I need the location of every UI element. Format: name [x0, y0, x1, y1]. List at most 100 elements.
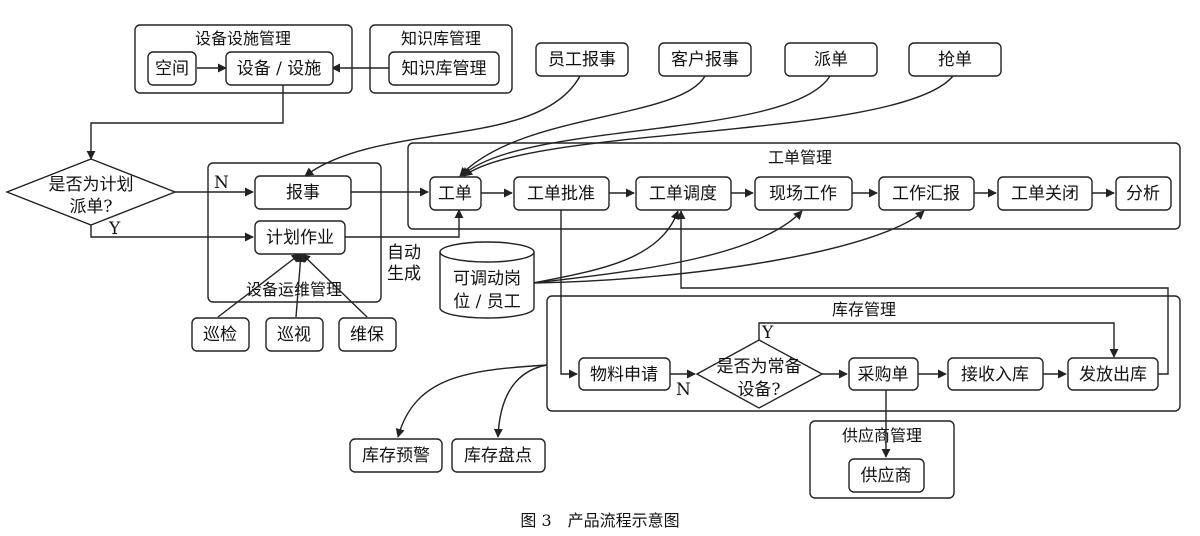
edge-pool-onsite	[532, 210, 803, 284]
edge-decision-issue	[758, 322, 1119, 358]
node-equipment: 设备 / 设施	[225, 51, 334, 86]
edge-pool-schedule	[532, 210, 680, 284]
node-receive: 接收入库	[947, 357, 1044, 391]
group-facility-mgmt-title: 设备设施管理	[195, 29, 291, 48]
node-stock-alert: 库存预警	[349, 438, 443, 473]
edge-maintain-plan	[301, 253, 368, 318]
edge-inventory-count	[493, 364, 548, 438]
node-supplier-label: 供应商	[861, 466, 912, 486]
edge-approve-material	[560, 210, 578, 379]
figure-caption: 图 3 产品流程示意图	[520, 511, 679, 530]
node-analysis: 分析	[1115, 176, 1172, 211]
node-material-request-label: 物料申请	[590, 365, 658, 385]
node-maintain-label: 维保	[350, 325, 384, 345]
node-staff-report-label: 员工报事	[548, 50, 616, 70]
edge-dispatch-workorder	[461, 75, 831, 177]
group-knowledge-mgmt-title: 知识库管理	[401, 29, 481, 48]
node-report-label: 报事	[286, 183, 320, 203]
node-close-label: 工单关闭	[1011, 184, 1079, 204]
node-staff-pool-line1: 可调动岗	[453, 269, 521, 289]
node-stock-count-label: 库存盘点	[464, 446, 532, 466]
node-knowledge: 知识库管理	[388, 51, 500, 86]
node-staff-report: 员工报事	[535, 42, 629, 77]
group-ops-mgmt: 设备运维管理	[207, 162, 382, 303]
node-supplier: 供应商	[848, 458, 925, 493]
group-knowledge-mgmt: 知识库管理	[369, 24, 513, 94]
node-onsite: 现场工作	[754, 176, 853, 211]
node-grab-label: 抢单	[938, 50, 972, 70]
node-stock-decision: 是否为常备 设备?	[695, 339, 824, 409]
node-dispatch-label: 派单	[814, 50, 848, 70]
node-receive-label: 接收入库	[961, 365, 1029, 385]
group-workorder-mgmt: 工单管理	[407, 142, 1181, 230]
node-plan-decision-line2: 派单?	[69, 197, 112, 217]
node-patrol-label: 巡检	[203, 325, 237, 345]
node-analysis-label: 分析	[1126, 184, 1160, 204]
node-equipment-label: 设备 / 设施	[237, 59, 322, 79]
edge-customer-workorder	[459, 75, 706, 177]
node-stock-count: 库存盘点	[451, 438, 546, 473]
edge-label-yes-1: Y	[108, 219, 121, 239]
group-ops-mgmt-title: 设备运维管理	[246, 280, 342, 299]
node-onsite-label: 现场工作	[769, 184, 837, 204]
edge-label-auto-1: 自动	[387, 243, 421, 263]
edge-staff-report	[304, 75, 581, 177]
node-workorder-label: 工单	[438, 184, 472, 204]
node-purchase-label: 采购单	[858, 365, 909, 385]
node-approve: 工单批准	[513, 176, 610, 211]
node-staff-pool-line2: 位 / 员工	[453, 292, 521, 312]
node-stock-decision-line2: 设备?	[737, 380, 780, 400]
node-purchase: 采购单	[848, 357, 919, 391]
node-workorder: 工单	[429, 176, 482, 211]
node-close: 工单关闭	[997, 176, 1093, 211]
node-approve-label: 工单批准	[527, 184, 595, 204]
node-report: 报事	[254, 175, 352, 210]
edge-inventory-alert	[395, 364, 548, 438]
group-facility-mgmt: 设备设施管理	[134, 24, 353, 94]
edge-decision-plan	[90, 225, 254, 242]
edge-label-no-1: N	[214, 173, 229, 193]
node-stock-alert-label: 库存预警	[362, 446, 430, 466]
node-plan-task-label: 计划作业	[266, 228, 334, 248]
node-work-report-label: 工作汇报	[892, 184, 960, 204]
group-workorder-mgmt-title: 工单管理	[768, 148, 832, 167]
node-issue-label: 发放出库	[1079, 365, 1147, 385]
node-patrol: 巡检	[191, 317, 250, 352]
edge-plan-workorder	[345, 209, 464, 238]
node-dispatch: 派单	[784, 42, 878, 77]
edge-grab-workorder	[463, 75, 954, 177]
group-supplier-mgmt-title: 供应商管理	[842, 426, 922, 445]
node-inspect-label: 巡视	[277, 325, 311, 345]
edge-pool-report	[532, 210, 925, 284]
edge-patrol-plan	[217, 253, 301, 318]
node-customer-report-label: 客户报事	[671, 50, 739, 70]
node-work-report: 工作汇报	[878, 176, 975, 211]
group-inventory-mgmt: 库存管理	[546, 295, 1181, 412]
edge-label-yes-2: Y	[761, 323, 774, 343]
node-schedule: 工单调度	[635, 176, 732, 211]
node-maintain: 维保	[338, 317, 397, 352]
node-issue: 发放出库	[1067, 357, 1159, 391]
edge-issue-schedule	[676, 210, 1169, 375]
node-customer-report: 客户报事	[658, 42, 752, 77]
node-inspect: 巡视	[265, 317, 324, 352]
node-space: 空间	[147, 51, 197, 86]
node-plan-task: 计划作业	[254, 220, 346, 255]
edge-label-no-2: N	[676, 380, 691, 400]
node-plan-decision-line1: 是否为计划	[49, 175, 134, 195]
group-supplier-mgmt: 供应商管理	[809, 420, 955, 499]
group-inventory-mgmt-title: 库存管理	[832, 300, 896, 319]
node-material-request: 物料申请	[578, 357, 671, 391]
node-schedule-label: 工单调度	[649, 184, 717, 204]
edge-equipment-decision	[86, 85, 284, 160]
node-staff-pool: 可调动岗 位 / 员工	[439, 241, 535, 319]
node-knowledge-label: 知识库管理	[402, 59, 487, 79]
edge-inspect-plan	[295, 253, 305, 318]
edge-label-auto-2: 生成	[387, 264, 421, 284]
node-space-label: 空间	[155, 59, 189, 79]
edges	[86, 63, 1169, 458]
node-grab: 抢单	[908, 42, 1002, 77]
node-plan-decision: 是否为计划 派单?	[5, 158, 177, 226]
node-stock-decision-line1: 是否为常备	[717, 357, 802, 377]
